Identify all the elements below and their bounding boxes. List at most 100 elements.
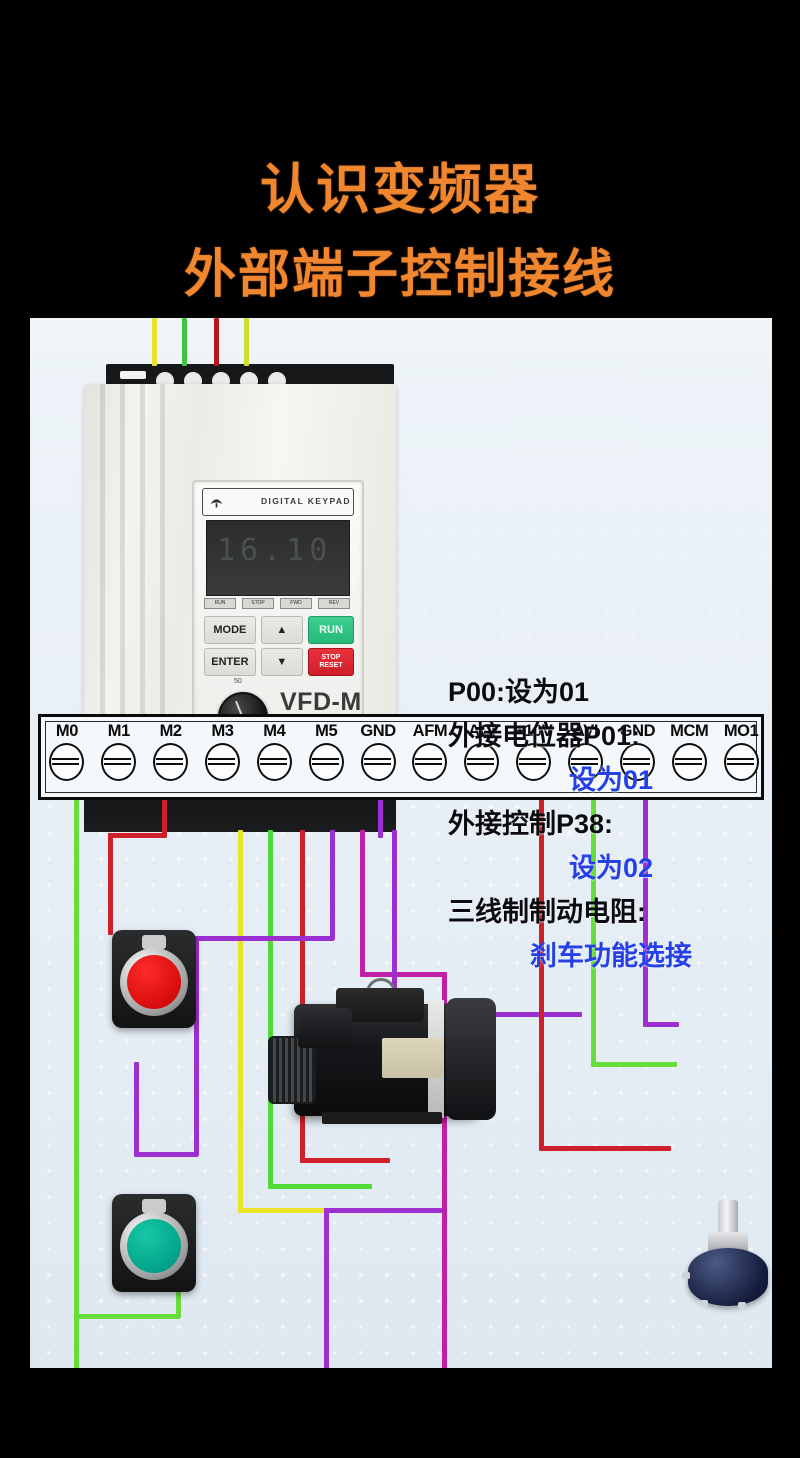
terminal-screw-icon[interactable] <box>49 743 85 781</box>
wire-m2-red-drop <box>162 798 167 838</box>
potentiometer-lug <box>682 1272 690 1279</box>
start-pushbutton-green[interactable] <box>112 1194 196 1292</box>
wire-m2-red-down <box>108 833 113 935</box>
terminal-label: M4 <box>263 722 286 740</box>
terminal-screw-icon[interactable] <box>308 743 344 781</box>
terminal-label: AFM <box>412 722 448 740</box>
pushbutton-mount-nub <box>142 935 166 949</box>
terminal-m2[interactable]: M2 <box>145 717 197 797</box>
keypad-lcd-display: 16.10 <box>206 520 350 596</box>
terminal-label: MCM <box>670 722 709 740</box>
wire-b1-purple-h <box>324 1208 442 1213</box>
wire-b1-purple <box>324 1208 329 1368</box>
terminal-screw-icon[interactable] <box>153 743 189 781</box>
terminal-label: AVI <box>572 722 599 740</box>
param-line-3: 设为01 <box>568 765 654 795</box>
terminal-m4[interactable]: M4 <box>248 717 300 797</box>
vfd-heatsink-fin <box>100 384 105 742</box>
vfd-drive: DIGITAL KEYPAD 16.10 RUN STOP FWD REV MO… <box>78 350 408 832</box>
wire-vfd-top-green <box>182 318 187 366</box>
lcd-tab-stop: STOP <box>242 598 274 609</box>
param-line-1: P00:设为01 <box>448 677 590 707</box>
lcd-tab-fwd: FWD <box>280 598 312 609</box>
wire-10v-red-pot-h <box>539 1146 671 1151</box>
keypad-brand-label: DIGITAL KEYPAD <box>261 496 351 506</box>
keypad-button-row-2: ENTER ▼ STOP RESET <box>204 648 354 676</box>
terminal-gnd-1[interactable]: GND <box>352 717 404 797</box>
vfd-heatsink-fin <box>140 384 145 742</box>
lcd-status-tabs: RUN STOP FWD REV <box>204 598 350 609</box>
wire-vfd-top-yellowgreen <box>244 318 249 366</box>
pushbutton-bezel <box>120 948 188 1016</box>
terminal-screw-icon[interactable] <box>256 743 292 781</box>
terminal-label: M3 <box>211 722 234 740</box>
terminal-m0[interactable]: M0 <box>41 717 93 797</box>
down-arrow-icon[interactable]: ▼ <box>260 648 303 676</box>
wire-green-motor-h <box>268 1184 372 1189</box>
terminal-label: +10V <box>514 722 553 740</box>
title-line-2: 外部端子控制接线 <box>183 246 616 304</box>
vfd-model-label: VFD-M <box>280 688 362 716</box>
stop-pushbutton-red[interactable] <box>112 930 196 1028</box>
pushbutton-bezel <box>120 1212 188 1280</box>
terminal-m3[interactable]: M3 <box>197 717 249 797</box>
knob-mark-mid: 50 <box>234 678 242 685</box>
external-potentiometer[interactable] <box>680 1198 772 1314</box>
wire-m0-green-drop <box>74 798 79 1310</box>
terminal-screw-icon[interactable] <box>412 743 448 781</box>
wire-red-motor-h <box>300 1158 390 1163</box>
three-phase-motor <box>260 978 510 1138</box>
vfd-heatsink-fin <box>120 384 125 742</box>
enter-button[interactable]: ENTER <box>204 648 256 676</box>
wire-m2-red-left <box>108 833 166 838</box>
param-line-6: 三线制制动电阻: <box>448 897 646 927</box>
pushbutton-cap-green[interactable] <box>127 1219 181 1273</box>
motor-terminal-block <box>298 1008 352 1048</box>
wire-yellow-motor <box>238 830 243 1212</box>
terminal-label: ACI <box>468 722 496 740</box>
up-arrow-icon[interactable]: ▲ <box>260 616 303 644</box>
lcd-tab-rev: REV <box>318 598 350 609</box>
wire-gnd2-purple-pot-h <box>643 1022 679 1027</box>
lcd-tab-run: RUN <box>204 598 236 609</box>
terminal-label: M2 <box>159 722 183 740</box>
vfd-case: DIGITAL KEYPAD 16.10 RUN STOP FWD REV MO… <box>84 384 396 763</box>
delta-logo-icon <box>210 499 223 508</box>
stop-reset-button[interactable]: STOP RESET <box>307 648 354 676</box>
param-line-2: 外接电位器P01: <box>448 721 641 751</box>
run-button[interactable]: RUN <box>307 616 354 644</box>
wire-purple-a-h <box>194 936 334 941</box>
wire-gnd-purple-drop <box>378 798 383 838</box>
wire-greenbtn-out-h <box>74 1314 180 1319</box>
wire-magenta-b-h <box>360 972 446 977</box>
terminal-label: M1 <box>107 722 131 740</box>
terminal-m5[interactable]: M5 <box>300 717 352 797</box>
terminal-label: M0 <box>55 722 79 740</box>
vfd-heatsink-fin <box>160 384 165 742</box>
param-line-5: 设为02 <box>568 853 654 883</box>
potentiometer-lug <box>700 1300 708 1307</box>
motor-end-bell <box>446 998 496 1120</box>
wire-purple-a-btn <box>134 1062 139 1156</box>
parameter-notes: P00:设为01 外接电位器P01: 设为01 外接控制P38: 设为02 三线… <box>448 670 748 978</box>
terminal-screw-icon[interactable] <box>360 743 396 781</box>
keypad-header: DIGITAL KEYPAD <box>202 488 354 516</box>
lcd-value: 16.10 <box>217 533 333 568</box>
terminal-m1[interactable]: M1 <box>93 717 145 797</box>
pushbutton-cap-red[interactable] <box>127 955 181 1009</box>
terminal-label: GND <box>619 722 656 740</box>
param-line-4: 外接控制P38: <box>448 809 614 839</box>
mode-button[interactable]: MODE <box>204 616 256 644</box>
title-line-1: 认识变频器 <box>260 160 540 220</box>
vfd-keypad[interactable]: DIGITAL KEYPAD 16.10 RUN STOP FWD REV MO… <box>192 480 364 763</box>
potentiometer-body <box>688 1248 768 1306</box>
title-block: 认识变频器 外部端子控制接线 <box>0 158 800 306</box>
wire-vfd-top-yellow <box>152 318 157 366</box>
wiring-photo-panel: DIGITAL KEYPAD 16.10 RUN STOP FWD REV MO… <box>30 318 772 1368</box>
terminal-screw-icon[interactable] <box>101 743 137 781</box>
motor-nameplate <box>382 1038 444 1078</box>
wire-avi-green-pot-h <box>591 1062 677 1067</box>
terminal-screw-icon[interactable] <box>205 743 240 781</box>
wire-vfd-top-red <box>214 318 219 366</box>
terminal-label: M5 <box>315 722 338 740</box>
